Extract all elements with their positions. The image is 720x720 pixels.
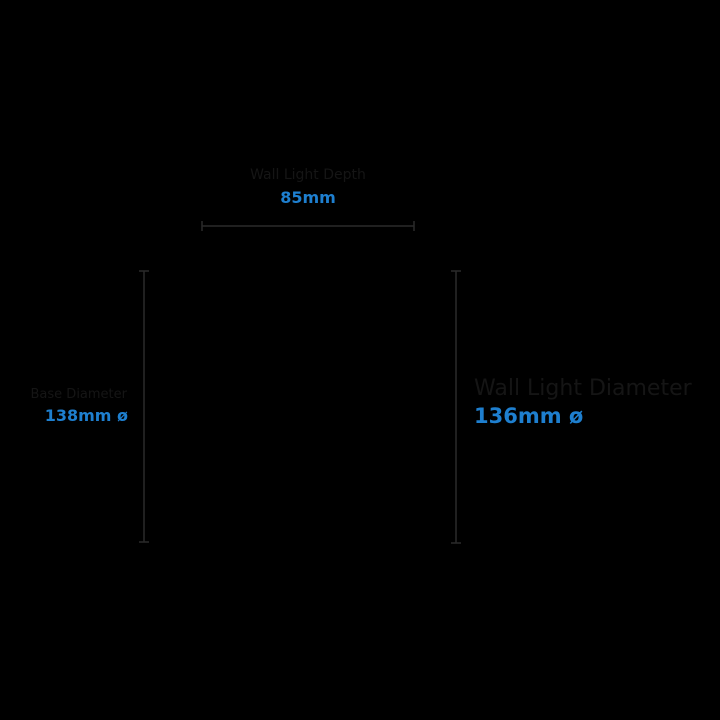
- wall-diameter-dimension-line: [451, 270, 461, 544]
- depth-dimension-line: [201, 221, 415, 231]
- base-diameter-title: Base Diameter: [30, 387, 127, 402]
- base-diameter-dimension-line: [139, 270, 149, 543]
- depth-title: Wall Light Depth: [250, 167, 366, 183]
- depth-value: 85mm: [280, 188, 336, 207]
- base-diameter-value: 138mm ø: [44, 406, 128, 425]
- wall-diameter-title: Wall Light Diameter: [474, 376, 692, 401]
- wall-diameter-value: 136mm ø: [474, 404, 584, 428]
